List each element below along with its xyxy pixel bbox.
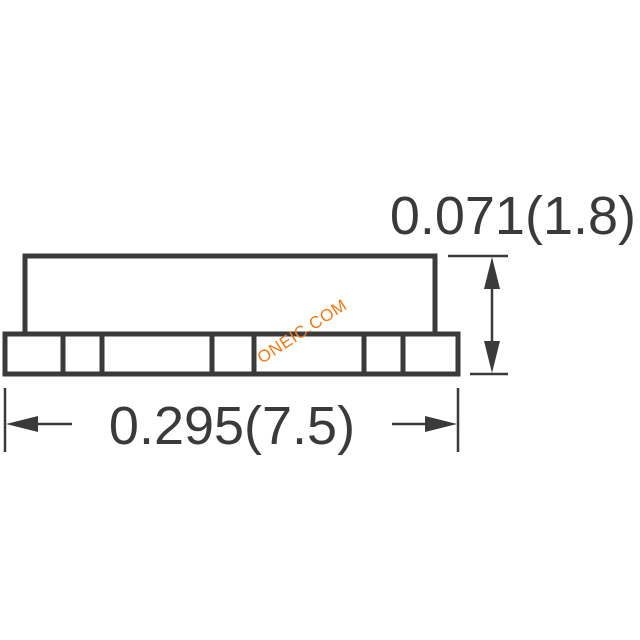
height-arrow-up — [484, 257, 500, 289]
width-arrow-right — [425, 416, 457, 432]
lead-base — [2, 331, 461, 377]
height-dimension-label: 0.071(1.8) — [390, 186, 636, 246]
watermark-text: ONEIC.COM — [254, 295, 351, 367]
height-dimension: 0.071(1.8) — [390, 186, 636, 376]
base-strip-outline — [2, 331, 461, 377]
width-arrow-left — [6, 416, 38, 432]
package-body — [22, 253, 438, 337]
width-dimension-label: 0.295(7.5) — [109, 396, 355, 456]
width-dimension: 0.295(7.5) — [3, 388, 460, 456]
height-arrow-down — [484, 341, 500, 373]
